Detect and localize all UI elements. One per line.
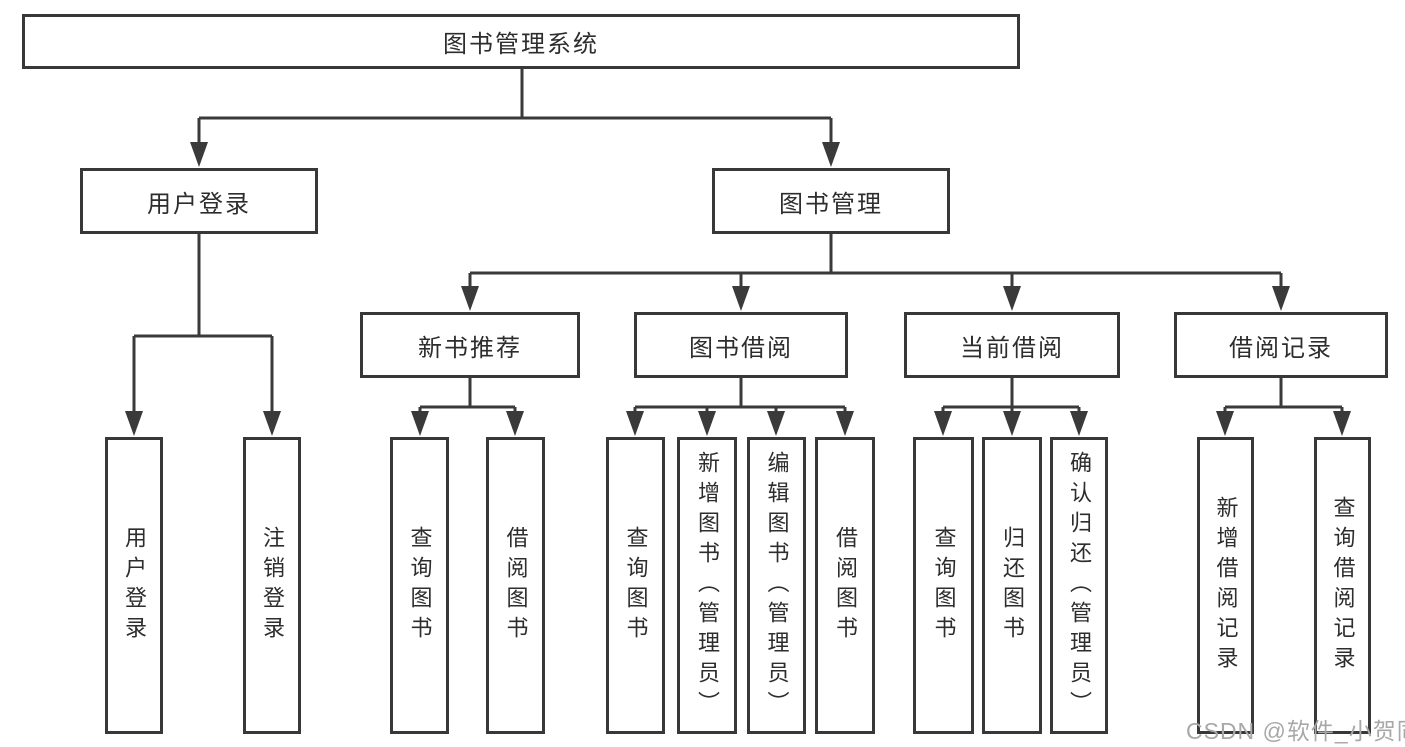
leaf-query-books-recommend-label: 查询图书: [407, 525, 433, 646]
node-current-borrow-label: 当前借阅: [960, 334, 1064, 362]
node-book-management: 图书管理: [712, 168, 950, 234]
node-new-book-recommend: 新书推荐: [360, 312, 580, 378]
node-book-management-label: 图书管理: [779, 190, 883, 218]
leaf-query-books-current-label: 查询图书: [931, 525, 957, 646]
leaf-query-books-current: 查询图书: [913, 437, 974, 734]
leaf-add-books-admin-label: 新增图书（管理员）: [695, 450, 720, 721]
leaf-query-books-borrow: 查询图书: [606, 437, 665, 734]
node-user-login: 用户登录: [80, 168, 318, 234]
leaf-add-books-admin: 新增图书（管理员）: [677, 437, 737, 734]
leaf-query-books-borrow-label: 查询图书: [623, 525, 649, 646]
leaf-add-borrow-record-label: 新增借阅记录: [1213, 495, 1239, 676]
arrowheads: [125, 142, 1351, 436]
node-root: 图书管理系统: [22, 14, 1020, 69]
node-current-borrow: 当前借阅: [904, 312, 1120, 378]
node-book-borrow-label: 图书借阅: [689, 334, 793, 362]
leaf-query-borrow-record: 查询借阅记录: [1314, 437, 1371, 734]
leaf-borrow-books-recommend-label: 借阅图书: [503, 525, 529, 646]
leaf-borrow-books-label: 借阅图书: [833, 525, 858, 646]
leaf-query-books-recommend: 查询图书: [390, 437, 449, 734]
node-new-book-recommend-label: 新书推荐: [418, 334, 522, 362]
leaf-edit-books-admin-label: 编辑图书（管理员）: [764, 450, 790, 721]
leaf-return-books-label: 归还图书: [1000, 525, 1025, 646]
csdn-watermark: CSDN @软件_小贺同学: [1186, 718, 1405, 744]
leaf-borrow-books-recommend: 借阅图书: [486, 437, 545, 734]
leaf-edit-books-admin: 编辑图书（管理员）: [747, 437, 806, 734]
leaf-add-borrow-record: 新增借阅记录: [1197, 437, 1254, 734]
node-borrow-records: 借阅记录: [1174, 312, 1388, 378]
leaf-logout: 注销登录: [243, 437, 301, 734]
node-root-label: 图书管理系统: [443, 31, 599, 58]
leaf-borrow-books: 借阅图书: [815, 437, 875, 734]
leaf-confirm-return-admin: 确认归还（管理员）: [1050, 437, 1108, 734]
leaf-query-borrow-record-label: 查询借阅记录: [1330, 495, 1356, 676]
leaf-confirm-return-admin-label: 确认归还（管理员）: [1067, 450, 1092, 721]
leaf-return-books: 归还图书: [982, 437, 1042, 734]
node-user-login-label: 用户登录: [147, 190, 251, 218]
node-borrow-records-label: 借阅记录: [1229, 334, 1333, 362]
leaf-user-login-label: 用户登录: [122, 525, 147, 646]
leaf-logout-label: 注销登录: [260, 525, 285, 646]
node-book-borrow: 图书借阅: [634, 312, 848, 378]
leaf-user-login: 用户登录: [105, 437, 163, 734]
